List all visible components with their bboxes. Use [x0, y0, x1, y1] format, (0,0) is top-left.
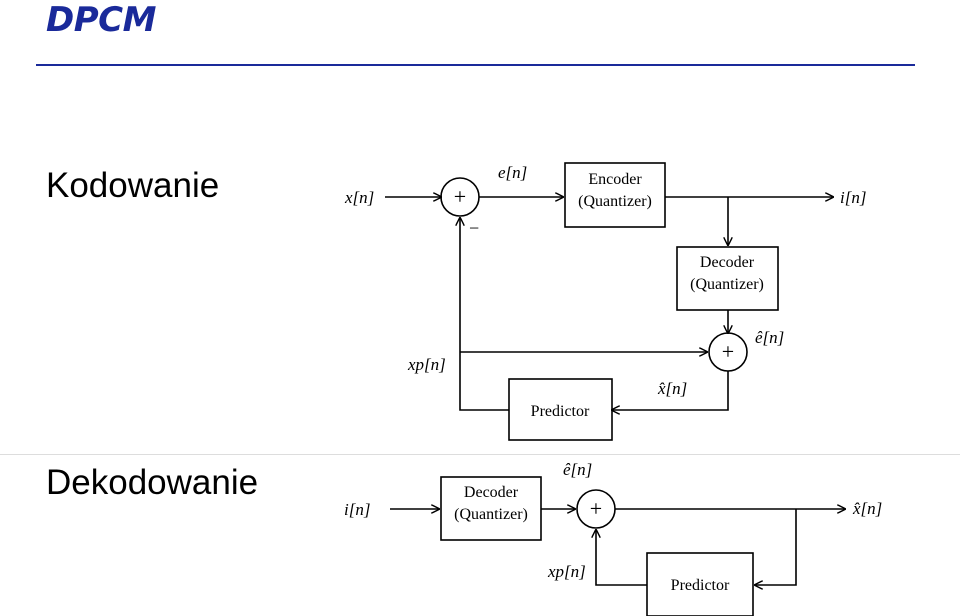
dec-dequant-error-label: ê[n]	[563, 460, 592, 479]
page-title: DPCM	[46, 0, 156, 40]
enc-summer-2-plus: +	[722, 339, 734, 364]
dec-summer	[576, 489, 616, 529]
decoder-diagram	[390, 476, 845, 616]
enc-summer-2	[708, 332, 748, 372]
dec-decoder-box-line2: (Quantizer)	[454, 506, 528, 523]
enc-predictor-box-label: Predictor	[531, 403, 590, 420]
enc-decoder-box	[676, 246, 779, 311]
dec-input-label: i[n]	[344, 500, 370, 519]
encoder-diagram	[385, 162, 833, 441]
dec-prediction-label: xp[n]	[547, 562, 586, 581]
enc-output-label: i[n]	[840, 188, 866, 207]
enc-encoder-box-line1: Encoder	[588, 171, 642, 188]
decoder-text: i[n] Decoder (Quantizer) ê[n] x̂[n] xp[n…	[344, 460, 882, 594]
dec-decoder-box-line1: Decoder	[464, 484, 519, 501]
enc-prediction-label: xp[n]	[407, 355, 446, 374]
section-encoding-label: Kodowanie	[46, 166, 220, 205]
enc-error-label: e[n]	[498, 163, 527, 182]
dec-recon-line	[755, 509, 797, 585]
dec-predictor-box-label: Predictor	[671, 577, 730, 594]
enc-predictor-box	[508, 378, 613, 441]
title-underline	[36, 64, 915, 66]
dec-predictor-box	[646, 552, 754, 616]
dec-pred-feedback-line	[596, 530, 647, 586]
enc-recon-label: x̂[n]	[657, 379, 687, 398]
enc-input-label: x[n]	[344, 188, 374, 207]
enc-encoder-box-line2: (Quantizer)	[578, 193, 652, 210]
enc-summer-1-plus: +	[454, 184, 466, 209]
enc-decoder-box-line1: Decoder	[700, 254, 755, 271]
enc-recon-line	[612, 371, 729, 410]
dec-output-label: x̂[n]	[852, 499, 882, 518]
section-decoding-label: Dekodowanie	[46, 463, 259, 502]
dec-summer-plus: +	[590, 496, 602, 521]
enc-pred-feedback-line	[460, 218, 509, 411]
encoder-text: x[n] e[n] − i[n] Encoder (Quantizer) Dec…	[344, 163, 866, 420]
dec-decoder-box	[440, 476, 542, 541]
section-divider	[0, 454, 960, 455]
enc-summer-1	[440, 177, 480, 217]
enc-decoder-box-line2: (Quantizer)	[690, 276, 764, 293]
enc-minus-sign: −	[469, 218, 479, 238]
enc-dequant-error-label: ê[n]	[755, 328, 784, 347]
enc-encoder-box	[564, 162, 666, 228]
